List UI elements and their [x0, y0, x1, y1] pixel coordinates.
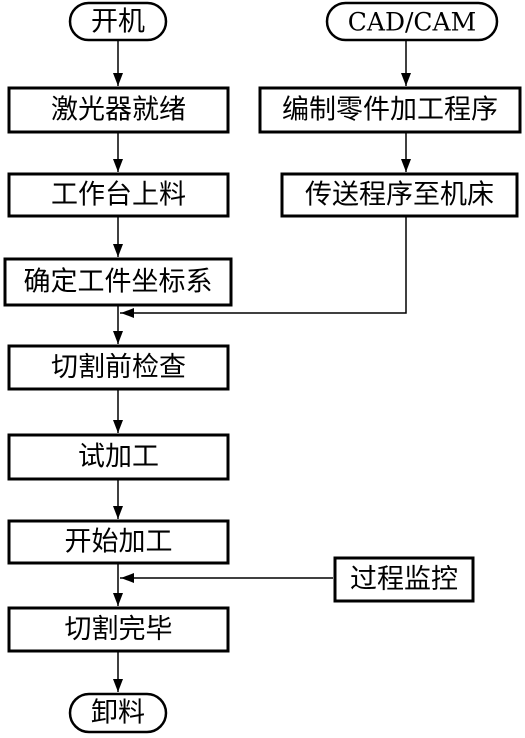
step-write-program: 编制零件加工程序 — [258, 86, 522, 134]
step-label: 激光器就绪 — [51, 95, 186, 126]
step-label: 开始加工 — [65, 527, 173, 558]
step-set-coordinates: 确定工件坐标系 — [3, 257, 233, 307]
step-start-machining: 开始加工 — [7, 519, 230, 565]
step-trial-run: 试加工 — [7, 433, 230, 481]
end-label: 卸料 — [91, 698, 145, 729]
arrowhead-down — [113, 73, 123, 86]
arrowheads — [113, 73, 411, 692]
arrowhead-down — [113, 244, 123, 257]
start-label: 开机 — [91, 7, 145, 38]
step-label: 切割前检查 — [51, 352, 186, 383]
step-process-monitoring: 过程监控 — [333, 556, 475, 603]
arrowhead-down — [113, 420, 123, 433]
arrow-transfer-to-main — [120, 216, 407, 314]
step-label: 传送程序至机床 — [305, 180, 494, 211]
step-label: 编制零件加工程序 — [282, 95, 498, 126]
arrowhead-down — [113, 506, 123, 519]
step-label: 过程监控 — [350, 564, 458, 595]
arrowhead-left — [121, 573, 134, 583]
arrowhead-down — [401, 73, 411, 86]
step-label: 切割完毕 — [65, 614, 173, 645]
connectors — [117, 40, 407, 692]
cad-cam-terminal: CAD/CAM — [325, 1, 499, 42]
arrowhead-down — [113, 331, 123, 344]
cad-cam-label: CAD/CAM — [348, 8, 476, 37]
step-table-loading: 工作台上料 — [7, 172, 230, 218]
step-label: 确定工件坐标系 — [24, 267, 213, 298]
end-terminal: 卸料 — [68, 692, 168, 734]
arrowhead-down — [113, 159, 123, 172]
arrowhead-down — [401, 159, 411, 172]
step-label: 工作台上料 — [51, 180, 186, 211]
arrowhead-down — [113, 679, 123, 692]
step-cut-complete: 切割完毕 — [7, 606, 230, 653]
start-terminal: 开机 — [68, 1, 168, 42]
step-transfer-program: 传送程序至机床 — [280, 172, 519, 218]
arrowhead-down — [113, 593, 123, 606]
step-laser-ready: 激光器就绪 — [7, 86, 230, 134]
step-pre-cut-check: 切割前检查 — [7, 344, 230, 391]
step-label: 试加工 — [78, 442, 159, 473]
arrowhead-left — [121, 308, 134, 318]
